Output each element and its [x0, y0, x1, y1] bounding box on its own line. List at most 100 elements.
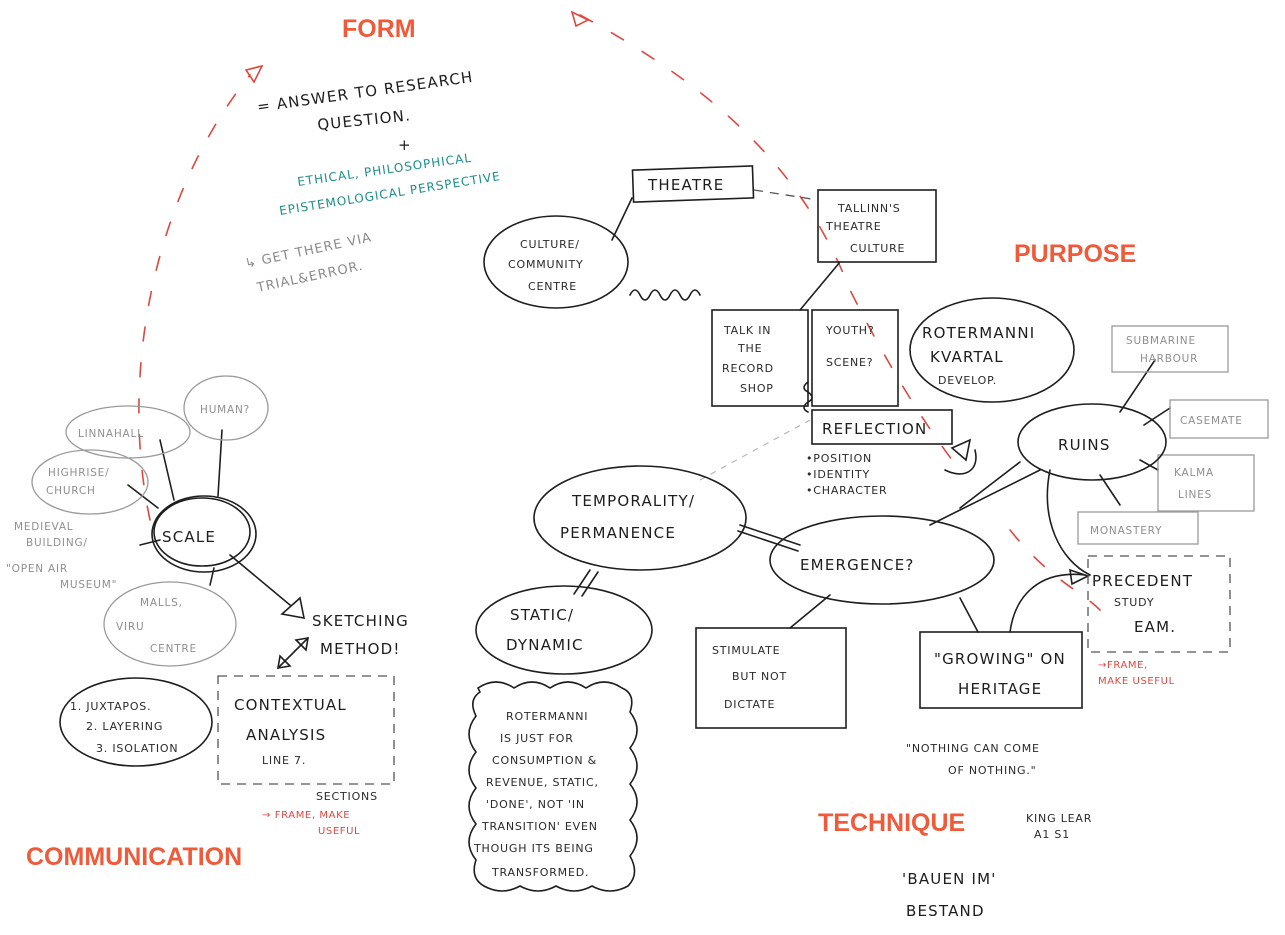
arrow-to-sketching-icon: [280, 596, 306, 619]
svg-text:CASEMATE: CASEMATE: [1180, 415, 1243, 427]
node-kalma-lines: KALMA LINES: [1157, 454, 1255, 512]
svg-text:METHOD!: METHOD!: [320, 640, 401, 658]
svg-text:CULTURE: CULTURE: [850, 242, 905, 255]
svg-text:CULTURE/: CULTURE/: [520, 238, 580, 251]
quote-line6: BESTAND: [906, 902, 985, 920]
svg-text:RECORD: RECORD: [722, 362, 774, 375]
svg-text:DYNAMIC: DYNAMIC: [506, 636, 584, 654]
node-medieval-building: MEDIEVAL BUILDING/ "OPEN AIR MUSEUM": [6, 521, 117, 591]
svg-text:SHOP: SHOP: [740, 382, 774, 395]
svg-text:REFLECTION: REFLECTION: [822, 420, 927, 438]
svg-text:PERMANENCE: PERMANENCE: [560, 524, 676, 542]
svg-text:CENTRE: CENTRE: [150, 643, 197, 655]
svg-text:SECTIONS: SECTIONS: [316, 790, 378, 803]
cloud-line-1: IS JUST FOR: [500, 732, 574, 745]
svg-text:MALLS,: MALLS,: [140, 597, 183, 609]
svg-text:MAKE USEFUL: MAKE USEFUL: [1098, 676, 1175, 687]
node-emergence: EMERGENCE?: [769, 515, 995, 605]
form-notes: = ANSWER TO RESEARCH QUESTION. + ETHICAL…: [244, 68, 502, 296]
node-reflection: REFLECTION •POSITION •IDENTITY •CHARACTE…: [806, 409, 953, 497]
node-juxtaposition-list: 1. JUXTAPOS. 2. LAYERING 3. ISOLATION: [59, 677, 213, 767]
svg-text:HARBOUR: HARBOUR: [1140, 353, 1198, 365]
node-temporality-permanence: TEMPORALITY/ PERMANENCE: [533, 465, 747, 571]
arrowhead-form-icon: [244, 64, 264, 84]
svg-text:•CHARACTER: •CHARACTER: [806, 484, 888, 497]
arrowhead-top-icon: [570, 10, 590, 28]
svg-text:RUINS: RUINS: [1058, 436, 1111, 454]
svg-text:SKETCHING: SKETCHING: [312, 612, 409, 630]
svg-text:→ FRAME, MAKE: → FRAME, MAKE: [262, 810, 350, 821]
svg-text:"OPEN AIR: "OPEN AIR: [6, 563, 68, 575]
cycle-arrows: [138, 10, 1101, 611]
arrow-to-precedent-icon: [1069, 568, 1091, 586]
arc-form-to-purpose: [579, 14, 961, 471]
double-arrow-start-icon: [277, 654, 292, 669]
svg-text:STATIC/: STATIC/: [510, 606, 574, 624]
svg-text:COMMUNITY: COMMUNITY: [508, 258, 583, 271]
svg-text:THE: THE: [737, 342, 762, 355]
connectors: [127, 189, 1171, 669]
node-precedent-study: PRECEDENT STUDY EAM. →FRAME, MAKE USEFUL: [1087, 555, 1231, 687]
node-casemate: CASEMATE: [1169, 399, 1269, 439]
svg-text:LINE 7.: LINE 7.: [262, 754, 306, 767]
quote-line2: OF NOTHING.": [948, 764, 1037, 777]
cloud-line-5: TRANSITION' EVEN: [481, 820, 598, 833]
svg-text:MEDIEVAL: MEDIEVAL: [14, 521, 73, 533]
node-static-dynamic: STATIC/ DYNAMIC: [475, 585, 653, 675]
node-ruins: RUINS: [1017, 403, 1167, 481]
category-technique: TECHNIQUE: [818, 809, 965, 837]
svg-text:SCENE?: SCENE?: [826, 356, 873, 369]
double-arrow-end-icon: [294, 637, 309, 652]
svg-text:STUDY: STUDY: [1114, 596, 1154, 609]
svg-text:ANALYSIS: ANALYSIS: [246, 726, 326, 744]
quotes: "NOTHING CAN COME OF NOTHING." KING LEAR…: [902, 742, 1091, 920]
arc-purpose-to-technique: [1009, 529, 1101, 611]
category-communication: COMMUNICATION: [26, 843, 242, 871]
svg-text:SCALE: SCALE: [162, 528, 216, 546]
node-malls-viru-centre: MALLS, VIRU CENTRE: [103, 581, 237, 667]
svg-text:ROTERMANNI: ROTERMANNI: [922, 324, 1035, 342]
node-submarine-harbour: SUBMARINE HARBOUR: [1111, 325, 1229, 373]
svg-text:PRECEDENT: PRECEDENT: [1092, 572, 1193, 590]
svg-text:BUILDING/: BUILDING/: [26, 537, 88, 549]
node-monastery: MONASTERY: [1077, 511, 1199, 545]
arc-communication-to-form: [138, 74, 251, 521]
node-theatre: THEATRE: [631, 165, 755, 203]
svg-text:YOUTH?: YOUTH?: [825, 324, 874, 337]
svg-text:2. LAYERING: 2. LAYERING: [86, 720, 163, 733]
node-sketching-method: SKETCHING METHOD!: [312, 612, 409, 658]
cloud-line-7: TRANSFORMED.: [491, 866, 589, 879]
svg-text:VIRU: VIRU: [116, 621, 144, 633]
node-rotermanni-kvartal: ROTERMANNI KVARTAL DEVELOP.: [909, 297, 1075, 403]
cloud-line-2: CONSUMPTION &: [492, 754, 597, 767]
svg-text:DICTATE: DICTATE: [724, 698, 775, 711]
node-contextual-analysis: CONTEXTUAL ANALYSIS LINE 7. SECTIONS → F…: [217, 675, 395, 837]
svg-text:EMERGENCE?: EMERGENCE?: [800, 556, 915, 574]
node-stimulate-not-dictate: STIMULATE BUT NOT DICTATE: [695, 627, 847, 729]
svg-text:•IDENTITY: •IDENTITY: [806, 468, 870, 481]
svg-text:1. JUXTAPOS.: 1. JUXTAPOS.: [70, 700, 151, 713]
node-growing-on-heritage: "GROWING" ON HERITAGE: [919, 631, 1083, 709]
svg-text:MUSEUM": MUSEUM": [60, 579, 117, 591]
svg-text:3. ISOLATION: 3. ISOLATION: [96, 742, 178, 755]
svg-text:BUT NOT: BUT NOT: [732, 670, 787, 683]
svg-text:SUBMARINE: SUBMARINE: [1126, 335, 1196, 347]
svg-text:LINNAHALL: LINNAHALL: [78, 428, 144, 440]
svg-text:HERITAGE: HERITAGE: [958, 680, 1042, 698]
cloud-line-6: THOUGH ITS BEING: [473, 842, 594, 855]
form-note-plus: +: [398, 136, 412, 154]
rotermanni-cloud: ROTERMANNI IS JUST FOR CONSUMPTION & REV…: [468, 681, 638, 892]
svg-text:HUMAN?: HUMAN?: [200, 404, 250, 416]
svg-text:TALLINN'S: TALLINN'S: [837, 202, 901, 215]
node-scale: SCALE: [151, 495, 257, 573]
quote-line1: "NOTHING CAN COME: [906, 742, 1040, 755]
svg-text:STIMULATE: STIMULATE: [712, 644, 780, 657]
svg-text:TEMPORALITY/: TEMPORALITY/: [571, 492, 695, 510]
quote-line4: A1 S1: [1034, 828, 1070, 841]
svg-text:•POSITION: •POSITION: [806, 452, 872, 465]
cloud-line-4: 'DONE', NOT 'IN: [486, 798, 585, 811]
node-human: HUMAN?: [183, 375, 269, 441]
svg-text:EAM.: EAM.: [1134, 618, 1176, 636]
svg-text:CONTEXTUAL: CONTEXTUAL: [234, 696, 347, 714]
